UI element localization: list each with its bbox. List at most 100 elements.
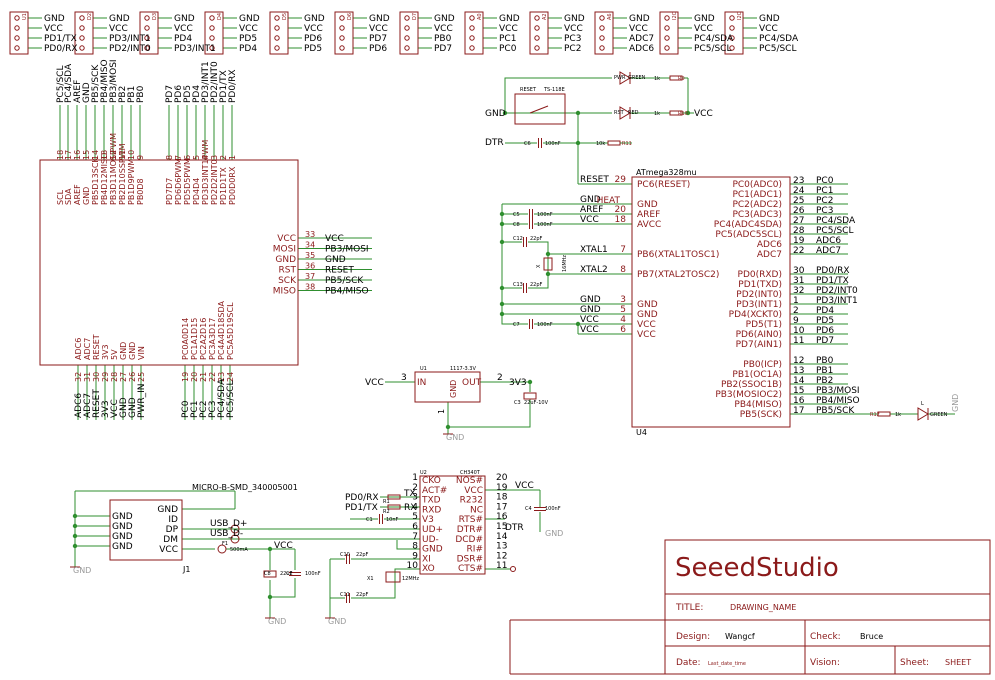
r9-ref: R9	[678, 76, 685, 82]
header-net: VCC	[369, 24, 388, 34]
board-right-num: 34	[305, 241, 315, 250]
header-net: GND	[629, 14, 650, 24]
ground-icon	[265, 614, 275, 619]
mcu-left-net: VCC	[580, 315, 599, 325]
header-pin-icon	[599, 25, 605, 31]
junction	[527, 379, 533, 385]
header-net: PD7	[369, 34, 387, 44]
ch340-left-label: XO	[422, 564, 435, 574]
ch340-left-num: 5	[412, 512, 418, 522]
ch340-left-num: 8	[412, 542, 418, 552]
header-net: PC0	[499, 44, 517, 54]
board-top-inner: PD4D4	[192, 178, 201, 205]
header-ref: U1	[22, 13, 28, 20]
r1-ref: R1	[383, 499, 390, 505]
ch340-left-label: UD-	[422, 535, 439, 545]
mcu-left-net: XTAL2	[580, 265, 608, 275]
regulator-part: 1117-3.3V	[450, 366, 476, 372]
mcu-left-label: GND	[637, 300, 658, 310]
header-net: ADC7	[629, 34, 654, 44]
board-bottom-num: 22	[208, 372, 217, 382]
mcu-left-label: GND	[637, 200, 658, 210]
vin-label: VCC	[365, 378, 384, 388]
pwr-led-label: PWR	[614, 75, 626, 81]
mcu-right-num: 26	[793, 206, 805, 216]
ch340-left-num: 1	[412, 473, 418, 483]
header-pin-icon	[664, 45, 670, 51]
header-pin-icon	[14, 45, 20, 51]
usb-connector	[109, 499, 183, 561]
board-right-net: RESET	[325, 266, 354, 276]
header-pin-icon	[729, 25, 735, 31]
fuse-ref: F1	[222, 541, 228, 547]
header-net: VCC	[759, 24, 778, 34]
ch340-left-num: 7	[412, 532, 418, 542]
r11-ref: R11	[622, 141, 632, 147]
ch340-part: CH340T	[460, 470, 481, 476]
board-top-net: PD1/TX	[219, 70, 229, 103]
ch340-ref: U2	[420, 470, 427, 476]
mcu-right-num: 17	[793, 406, 804, 416]
junction	[575, 321, 581, 327]
header-ref: D4	[217, 13, 223, 20]
ch340-right-num: 18	[496, 493, 508, 503]
header-pin-icon	[664, 35, 670, 41]
board-top-net: PD3/INT1	[201, 61, 211, 103]
mcu-left-num: 4	[620, 315, 626, 325]
mcu-left-num: 29	[615, 175, 627, 185]
board-top-inner: PD0D0RX	[228, 166, 237, 205]
header-net: PC1	[499, 34, 516, 44]
header-8-body	[464, 11, 484, 55]
header-7-body	[399, 11, 419, 55]
header-3-body	[139, 11, 159, 55]
board-right-label: GND	[275, 255, 296, 265]
board-top-num: 18	[56, 150, 65, 160]
r2-ref: R2	[383, 509, 390, 515]
r9-icon	[669, 75, 683, 81]
junction	[545, 251, 551, 257]
header-pin-icon	[274, 35, 280, 41]
ch340-right-num: 17	[496, 502, 507, 512]
date-label: Date:	[676, 658, 701, 668]
in-num: 3	[401, 373, 407, 383]
r10-ref: R10	[678, 111, 688, 117]
ch340-right-label: DTR#	[457, 525, 483, 535]
crystal-icon	[543, 257, 553, 271]
board-top-inner: SCL	[56, 189, 65, 205]
c4-icon	[534, 507, 546, 511]
header-pin-icon	[469, 35, 475, 41]
mcu-right-num: 13	[793, 366, 804, 376]
crystal-freq: 16MHz	[562, 255, 568, 272]
mcu-body	[631, 176, 791, 428]
header-pin-icon	[14, 15, 20, 21]
c2-icon	[289, 572, 301, 576]
mcu-right-label: PB1(OC1A)	[732, 370, 782, 380]
header-pin-icon	[404, 25, 410, 31]
board-top-net: PD7	[165, 85, 175, 103]
tx-net: PD1/TX	[345, 503, 378, 513]
board-top-inner: PB2D10SSPWM	[118, 143, 127, 205]
r9-value: 1k	[654, 76, 660, 82]
usb-pin-label: DP	[166, 525, 179, 535]
header-net: VCC	[44, 24, 63, 34]
junction-ring	[230, 524, 240, 534]
header-pin-icon	[404, 45, 410, 51]
board-top-inner: PD2D2INT0	[210, 159, 219, 205]
c8b-icon	[529, 219, 533, 229]
ch340-left-num: 3	[412, 493, 418, 503]
mcu-left-num: 8	[620, 265, 626, 275]
mcu-right-net: ADC6	[816, 236, 841, 246]
header-net: PC2	[564, 44, 581, 54]
board-bottom-inner: PC4A4D18SDA	[217, 301, 226, 361]
board-bottom-inner: 5V	[110, 349, 119, 360]
mcu-ref: U4	[636, 428, 647, 437]
usb-pin-label: ID	[168, 515, 178, 525]
header-net: VCC	[629, 24, 648, 34]
header-pin-icon	[79, 35, 85, 41]
header-pin-icon	[274, 45, 280, 51]
header-pin-icon	[404, 15, 410, 21]
xtal1-wire	[528, 241, 578, 255]
board-bottom-num: 24	[226, 372, 235, 382]
mcu-right-num: 14	[793, 376, 805, 386]
junction	[575, 140, 581, 146]
